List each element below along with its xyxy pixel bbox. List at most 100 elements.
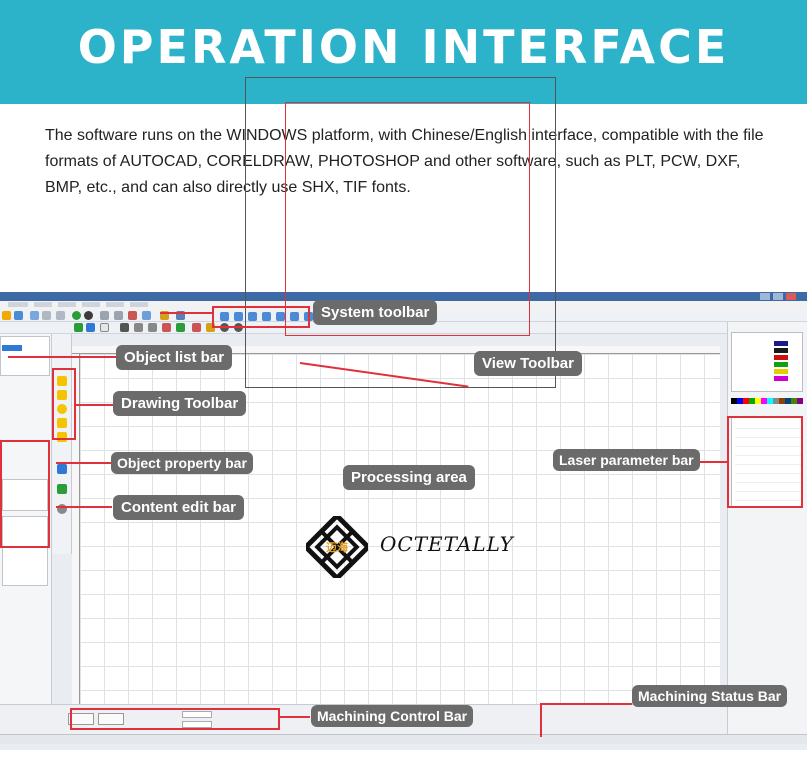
menu-file[interactable] [8,302,28,307]
logo-text: OCTETALLY [380,532,514,556]
menu-view[interactable] [106,302,124,307]
layer-table[interactable] [731,332,803,392]
copy-icon[interactable] [42,311,51,320]
intro-paragraph: The software runs on the WINDOWS platfor… [45,127,764,196]
system-toolbar-highlight [212,306,310,328]
fill-icon[interactable] [162,323,171,332]
view-toolbar-row [0,312,807,334]
cut-icon[interactable] [30,311,39,320]
callout-drawing-toolbar: Drawing Toolbar [113,391,247,416]
pen-icon[interactable] [176,323,185,332]
menu-draw[interactable] [58,302,76,307]
arrow-status-bar-down [540,703,542,737]
color-palette[interactable] [731,398,803,404]
laser-parameter-highlight [727,416,803,508]
group-icon[interactable] [114,311,123,320]
page-title: OPERATION INTERFACE [77,20,730,74]
callout-object-list-bar: Object list bar [116,345,233,370]
array-icon[interactable] [176,311,185,320]
ruler-vertical [72,354,80,704]
barcode-icon[interactable] [57,464,67,474]
window-titlebar [0,292,807,301]
layer-row[interactable] [734,362,802,368]
pointer-icon[interactable] [57,376,67,386]
arrow-system-toolbar [160,312,212,314]
stop-icon[interactable] [84,311,93,320]
machining-start-button[interactable] [68,713,94,725]
polygon-icon[interactable] [57,418,67,428]
menu-set[interactable] [82,302,100,307]
zoom-in-icon[interactable] [220,312,229,321]
hatch-icon[interactable] [206,323,215,332]
drawing-toolbar [52,334,72,554]
zoom-fit-icon[interactable] [248,312,257,321]
minimize-icon[interactable] [760,293,770,300]
menu-help[interactable] [130,302,148,307]
processing-area-frame [285,102,530,336]
total-field[interactable] [182,721,212,728]
zoom-all-icon[interactable] [290,312,299,321]
ellipse-icon[interactable] [57,404,67,414]
node-edit-icon[interactable] [86,323,95,332]
layer-row[interactable] [734,348,802,354]
arrow-control-bar [280,716,310,718]
object-list-selected-row[interactable] [2,345,22,351]
paste-icon[interactable] [56,311,65,320]
start-icon[interactable] [72,311,81,320]
arrow-property-bar [56,462,112,464]
work-area-frame [245,77,556,388]
drawing-toolbar-highlight [52,368,76,440]
layer-icon[interactable] [100,323,109,332]
zoom-page-icon[interactable] [262,312,271,321]
rectangle-icon[interactable] [57,390,67,400]
left-panel [0,334,52,734]
laser-parameter-panel[interactable] [731,417,803,507]
node-icon[interactable] [160,311,169,320]
menu-edit[interactable] [34,302,52,307]
layer-row[interactable] [734,369,802,375]
bitmap-icon[interactable] [57,484,67,494]
open-icon[interactable] [14,311,23,320]
rotate-icon[interactable] [142,311,151,320]
circle-icon[interactable] [57,504,67,514]
count-field[interactable] [182,711,212,718]
callout-machining-status-bar: Machining Status Bar [632,685,788,707]
logo-mark-text: 迈海 [326,540,348,554]
arrow-drawing-toolbar [76,404,116,406]
arrow-laser-parameter [685,461,727,463]
callout-system-toolbar: System toolbar [313,300,438,325]
layer-row[interactable] [734,341,802,347]
zoom-select-icon[interactable] [276,312,285,321]
content-edit-panel[interactable] [2,516,48,586]
triangle-icon[interactable] [192,323,201,332]
header-banner: OPERATION INTERFACE [0,0,807,104]
arrow-object-list [8,356,116,358]
callout-content-edit-bar: Content edit bar [113,495,244,520]
mirror-icon[interactable] [128,311,137,320]
layer-row[interactable] [734,355,802,361]
lock-icon[interactable] [120,323,129,332]
callout-object-property-bar: Object property bar [111,452,253,474]
maximize-icon[interactable] [773,293,783,300]
new-file-icon[interactable] [2,311,11,320]
arrow-content-edit [56,506,112,508]
align-icon[interactable] [100,311,109,320]
machining-stop-button[interactable] [98,713,124,725]
control-bar-highlight [70,708,280,730]
text-icon[interactable] [57,432,67,442]
zoom-out-icon[interactable] [234,312,243,321]
pointer-icon[interactable] [74,323,83,332]
show-icon[interactable] [148,323,157,332]
machining-status-bar [0,734,807,744]
layer-row[interactable] [734,376,802,382]
callout-laser-parameter-bar: Laser parameter bar [553,449,700,471]
right-panel [727,322,807,742]
callout-processing-area: Processing area [343,465,475,490]
octetally-logo-icon: 迈海 [306,516,368,578]
object-property-panel[interactable] [2,479,48,511]
callout-machining-control-bar: Machining Control Bar [311,705,474,727]
hide-icon[interactable] [134,323,143,332]
edit-panels-highlight [0,440,50,548]
ruler-horizontal [72,346,720,354]
close-icon[interactable] [786,293,796,300]
